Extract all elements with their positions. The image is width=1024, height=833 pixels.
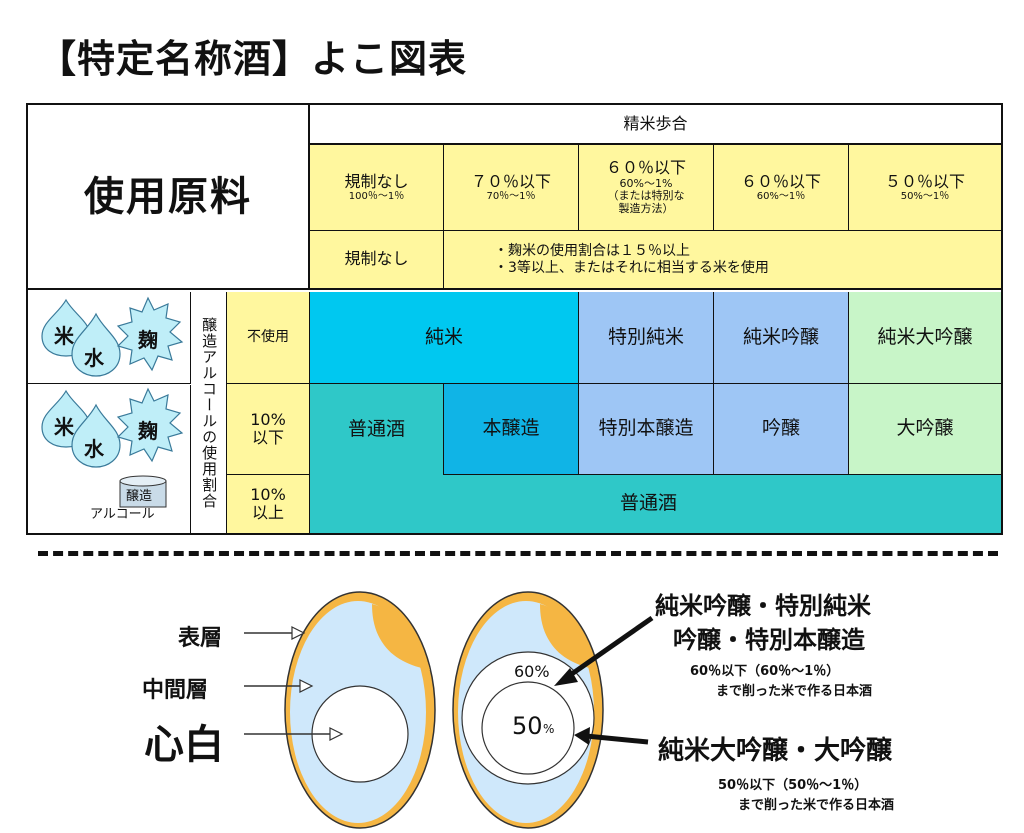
- product-junmai-daiginjo: 純米大吟醸: [849, 292, 1001, 384]
- grain-left: [284, 591, 436, 829]
- daiginjo-title: 純米大吟醸・大吟醸: [658, 736, 893, 766]
- pct-50-unit: %: [543, 722, 555, 736]
- product-tokubetsu-junmai: 特別純米: [579, 292, 714, 384]
- alcohol-can-icon: [119, 475, 167, 508]
- polish-col-5-main: ５０％以下: [884, 171, 965, 191]
- section-divider: [38, 551, 998, 556]
- koji-label: 麹: [138, 328, 158, 352]
- ingredient-icons-2: [41, 387, 184, 508]
- layer-surface-label: 表層: [178, 626, 223, 651]
- ingredients-row-alcohol: 米 水 麹 醸造 アルコール: [28, 385, 191, 533]
- polish-col-4: ６０％以下 60%～1％: [714, 145, 849, 231]
- koji-label: 麹: [138, 419, 158, 443]
- row-label-none: 不使用: [227, 292, 310, 384]
- arrow-60: [554, 615, 654, 686]
- koji-left: 規制なし: [310, 231, 444, 290]
- product-daiginjo: 大吟醸: [849, 384, 1001, 475]
- product-futsushu-bottom: 普通酒: [444, 475, 1001, 533]
- polish-col-3-sub-1: 60%～1%: [619, 176, 673, 190]
- water-label: 水: [84, 346, 104, 370]
- product-futsushu-bottom-label: 普通酒: [620, 492, 678, 515]
- product-honjozo: 本醸造: [444, 384, 579, 475]
- arrow-core: [244, 727, 344, 741]
- polish-col-3-sub-2: （または特別な: [607, 189, 685, 203]
- koji-rule-2: ・3等以上、またはそれに相当する米を使用: [494, 259, 769, 276]
- row-label-le10: 10% 以下: [227, 384, 310, 475]
- polish-col-2-sub: 70％～1％: [486, 190, 536, 202]
- polish-col-5-sub: 50%～1％: [900, 190, 950, 202]
- row-label-none-text: 不使用: [247, 329, 289, 346]
- product-futsushu-label: 普通酒: [347, 417, 405, 440]
- arrow-middle: [244, 679, 314, 693]
- ingredients-row-none: 米 水 麹: [28, 292, 191, 384]
- ginjo-note-1: 60％以下（60％～1％）: [690, 664, 840, 679]
- arrow-50: [574, 727, 649, 745]
- polish-col-1: 規制なし 100％～1％: [310, 145, 444, 231]
- koji-burst-icon: [116, 387, 184, 463]
- product-honjozo-label: 本醸造: [482, 417, 540, 440]
- arrow-surface: [244, 626, 306, 640]
- water-label: 水: [84, 437, 104, 461]
- product-tokubetsu-honjozo: 特別本醸造: [579, 384, 714, 475]
- product-junmai-ginjo: 純米吟醸: [714, 292, 849, 384]
- product-tokubetsu-honjozo-label: 特別本醸造: [598, 417, 694, 440]
- materials-header: 使用原料: [28, 105, 310, 290]
- polish-header-label: 精米歩合: [623, 113, 688, 133]
- polish-col-1-main: 規制なし: [344, 171, 409, 191]
- ginjo-note-2: まで削った米で作る日本酒: [716, 684, 873, 699]
- polish-col-5: ５０％以下 50%～1％: [849, 145, 1001, 231]
- row-label-gt10-2: 以上: [251, 503, 284, 522]
- product-daiginjo-label: 大吟醸: [896, 417, 954, 440]
- daiginjo-note-2: まで削った米で作る日本酒: [738, 798, 895, 813]
- polish-col-3-sub-3: 製造方法）: [618, 202, 674, 216]
- page-title: 【特定名称酒】よこ図表: [38, 37, 468, 81]
- product-futsushu: 普通酒: [310, 384, 444, 475]
- alcohol-label-1: 醸造: [126, 489, 153, 504]
- alcohol-ratio-header: 醸造アルコールの使用割合: [191, 292, 227, 533]
- daiginjo-note-1: 50％以下（50％～1％）: [718, 778, 868, 793]
- polish-col-2: ７０％以下 70％～1％: [444, 145, 579, 231]
- row-label-gt10: 10% 以上: [227, 475, 310, 533]
- koji-burst-icon: [116, 296, 184, 372]
- polish-col-4-sub: 60%～1％: [756, 190, 806, 202]
- polish-col-2-main: ７０％以下: [470, 171, 551, 191]
- row-label-gt10-1: 10%: [250, 484, 286, 504]
- product-ginjo-label: 吟醸: [761, 417, 800, 440]
- polish-col-1-sub: 100％～1％: [348, 190, 405, 202]
- grain-right: [452, 591, 604, 829]
- polish-header: 精米歩合: [310, 105, 1001, 145]
- product-ginjo: 吟醸: [714, 384, 849, 475]
- row-label-le10-2: 以下: [251, 428, 284, 447]
- product-tokubetsu-junmai-label: 特別純米: [607, 325, 684, 348]
- product-junmai-daiginjo-label: 純米大吟醸: [877, 325, 973, 348]
- koji-rule-1: ・麹米の使用割合は１５％以上: [494, 243, 690, 260]
- polish-col-3: ６０％以下 60%～1% （または特別な 製造方法）: [579, 145, 714, 231]
- rice-label: 米: [54, 415, 74, 439]
- sake-table: [26, 103, 1003, 535]
- product-junmai-label: 純米: [424, 325, 463, 348]
- water-drop-icon: [71, 312, 121, 377]
- product-junmai: 純米: [310, 292, 579, 384]
- row-label-le10-1: 10%: [250, 409, 286, 429]
- product-futsushu-bottom-strip: [310, 475, 444, 533]
- ginjo-title-2: 吟醸・特別本醸造: [673, 626, 865, 654]
- ingredient-icons-1: [41, 296, 184, 377]
- polish-col-3-main: ６０％以下: [605, 158, 686, 178]
- materials-header-label: 使用原料: [84, 173, 252, 220]
- layer-middle-label: 中間層: [142, 678, 209, 703]
- rice-label: 米: [54, 324, 74, 348]
- water-drop-icon: [71, 403, 121, 468]
- koji-rules: ・麹米の使用割合は１５％以上 ・3等以上、またはそれに相当する米を使用: [444, 231, 1001, 290]
- ginjo-title-1: 純米吟醸・特別純米: [655, 592, 871, 620]
- rice-grain-diagram: [244, 591, 654, 829]
- pct-60-label: 60%: [514, 662, 550, 681]
- alcohol-label-2: アルコール: [90, 507, 155, 522]
- product-junmai-ginjo-label: 純米吟醸: [742, 325, 819, 348]
- pct-50-label: 50: [512, 712, 543, 740]
- layer-core-label: 心白: [144, 722, 224, 768]
- polish-col-4-main: ６０％以下: [740, 171, 821, 191]
- alcohol-ratio-label: 醸造アルコールの使用割合: [200, 316, 219, 509]
- koji-left-label: 規制なし: [344, 249, 409, 269]
